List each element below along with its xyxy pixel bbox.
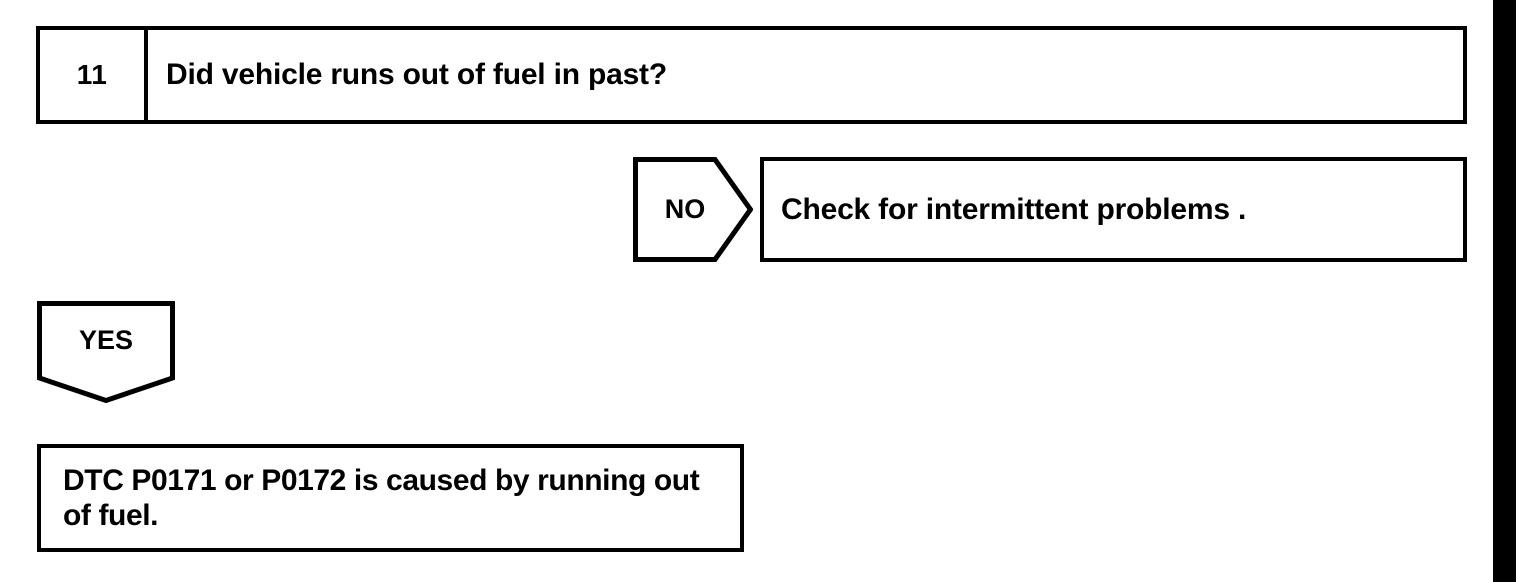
branch-no-arrow: NO [633,157,753,262]
branch-yes-label: YES [78,324,134,355]
action-box-text: Check for intermittent problems . [781,192,1247,226]
step-question-row: 11 Did vehicle runs out of fuel in past? [36,26,1467,124]
branch-no-label: NO [664,194,706,224]
pentagon-right-icon [633,157,753,262]
step-number: 11 [76,59,108,90]
branch-yes-arrow: YES [37,301,175,403]
result-box-dtc-cause: DTC P0171 or P0172 is caused by running … [37,444,744,552]
action-box-intermittent: Check for intermittent problems . [760,157,1467,262]
step-number-cell: 11 [40,30,148,120]
step-question-text: Did vehicle runs out of fuel in past? [166,58,667,92]
scan-edge-bar [1493,0,1516,582]
step-question-cell: Did vehicle runs out of fuel in past? [148,30,1463,120]
pentagon-down-icon [37,301,175,403]
result-box-line-2: of fuel. [63,499,159,532]
result-box-line-1: DTC P0171 or P0172 is caused by running … [63,463,700,497]
